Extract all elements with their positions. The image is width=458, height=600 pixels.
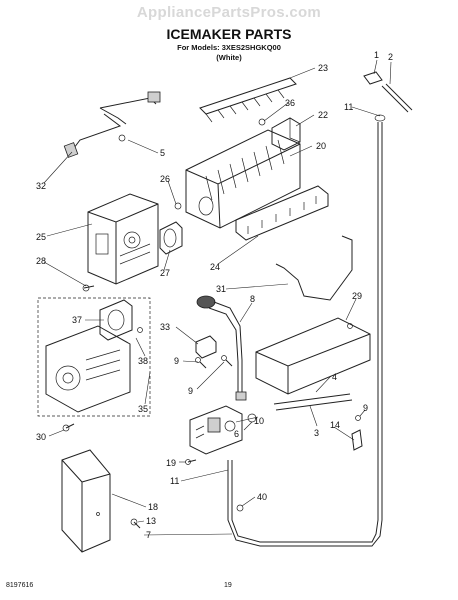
icemaker-mold <box>185 129 301 229</box>
callout-29: 29 <box>352 291 362 301</box>
callout-labels: 1 2 23 36 11 22 5 20 26 32 25 27 24 28 3… <box>36 50 393 540</box>
model-info: For Models: 3XES2SHGKQ00 (White) <box>0 43 458 63</box>
callout-9b: 9 <box>188 386 193 396</box>
tube-bracket <box>351 415 363 451</box>
callout-36: 36 <box>285 98 295 108</box>
callout-7: 7 <box>146 530 151 540</box>
callout-14: 14 <box>330 420 340 430</box>
leader-lines <box>43 59 392 536</box>
callout-18: 18 <box>148 502 158 512</box>
callout-22: 22 <box>318 110 328 120</box>
callout-8: 8 <box>250 294 255 304</box>
callout-9a: 9 <box>174 356 179 366</box>
callout-13: 13 <box>146 516 156 526</box>
callout-35: 35 <box>138 404 148 414</box>
tube-nut-assembly <box>363 71 413 122</box>
ice-stripper <box>235 185 329 241</box>
tube-clamp <box>195 335 217 359</box>
callout-3: 3 <box>314 428 319 438</box>
callout-38: 38 <box>138 356 148 366</box>
callout-37: 37 <box>72 315 82 325</box>
callout-4: 4 <box>332 372 337 382</box>
screw-9-b <box>221 355 233 367</box>
water-valve <box>189 405 243 455</box>
callout-5: 5 <box>160 148 165 158</box>
fill-cup <box>159 202 183 255</box>
screw-19 <box>185 459 197 465</box>
callout-25: 25 <box>36 232 46 242</box>
supply-tube <box>227 122 383 547</box>
callout-40: 40 <box>257 492 267 502</box>
callout-26: 26 <box>160 174 170 184</box>
doc-number: 8197616 <box>6 582 34 589</box>
control-module-housing <box>87 193 159 285</box>
callout-32: 32 <box>36 181 46 191</box>
callout-27: 27 <box>160 268 170 278</box>
water-tube <box>273 393 353 411</box>
icemaker-cover <box>61 449 111 553</box>
water-fill-tube <box>196 295 247 401</box>
callout-11: 11 <box>344 102 353 112</box>
page-number: 19 <box>224 582 232 589</box>
callout-28: 28 <box>36 256 46 266</box>
screw-30 <box>62 423 75 432</box>
callout-11b: 11 <box>170 476 179 486</box>
models-line: For Models: 3XES2SHGKQ00 <box>177 43 281 52</box>
ejector-blade-assembly <box>199 77 297 123</box>
module-assembly-group <box>37 297 151 417</box>
shutoff-arm-bracket <box>258 117 301 151</box>
mounting-screw <box>82 284 95 292</box>
callout-30: 30 <box>36 432 46 442</box>
color-line: (White) <box>216 53 242 62</box>
callout-23: 23 <box>318 63 328 73</box>
shutoff-arm <box>275 235 353 301</box>
wiring-harness <box>63 91 161 158</box>
callout-19: 19 <box>166 458 176 468</box>
callout-9c: 9 <box>363 403 368 413</box>
callout-31: 31 <box>216 284 226 294</box>
screw-13 <box>130 518 141 529</box>
callout-2: 2 <box>388 52 393 62</box>
callout-10: 10 <box>254 416 264 426</box>
watermark-text: AppliancePartsPros.com <box>136 4 322 21</box>
water-valve-cover <box>255 317 371 395</box>
callout-20: 20 <box>316 141 326 151</box>
callout-24: 24 <box>210 262 220 272</box>
screw-9-a <box>195 357 207 369</box>
callout-1: 1 <box>374 50 379 60</box>
callout-33: 33 <box>160 322 170 332</box>
callout-6: 6 <box>234 429 239 439</box>
page-title: ICEMAKER PARTS <box>166 26 292 42</box>
